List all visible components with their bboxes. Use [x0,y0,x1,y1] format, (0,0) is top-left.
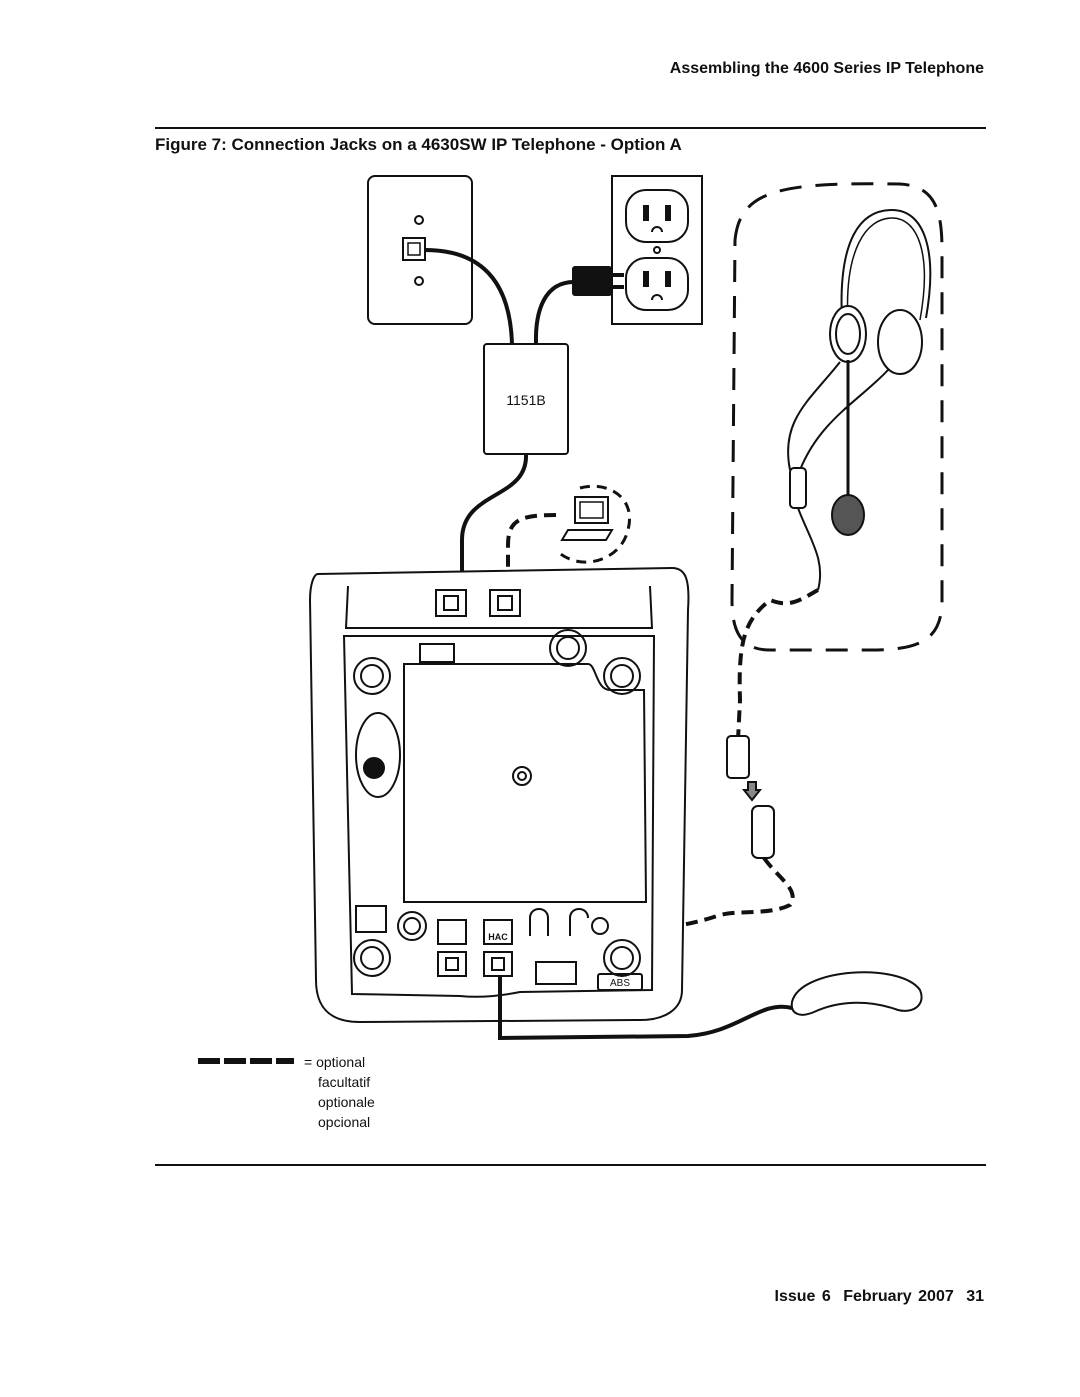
optional-headset-boundary [730,182,944,652]
power-to-phone-cord [460,453,529,596]
legend: = optional facultatif optionale opcional [304,1052,375,1132]
power-unit-label: 1151B [506,392,545,408]
page-footer: Issue 6 February 2007 31 [769,1288,984,1306]
phone-line-cord [424,248,514,345]
issue-label: Issue 6 [774,1288,831,1305]
legend-item: optional [316,1054,366,1070]
optional-pc-cord [506,513,557,596]
telephone-base [308,566,690,1024]
headset-icon [787,208,932,591]
top-rule [155,127,986,129]
bottom-rule [155,1164,986,1166]
page-number: 31 [966,1288,984,1305]
legend-item: facultatif [318,1074,371,1090]
connection-diagram: 1151B [198,175,944,1064]
headset-cord [736,588,819,741]
issue-date: February 2007 [843,1288,954,1305]
handset-cord [498,976,793,1041]
power-outlet [611,175,703,325]
wall-phone-jack-plate [367,175,473,325]
legend-equals: = [304,1054,313,1070]
power-cord [533,280,575,345]
legend-item: opcional [318,1114,371,1130]
quick-disconnect-connector [726,735,775,859]
abs-label: ABS [610,978,630,989]
running-header: Assembling the 4600 Series IP Telephone [669,60,984,77]
power-unit-1151b: 1151B [483,343,569,455]
legend-dashed-symbol [198,1058,294,1064]
hac-label: HAC [488,932,508,942]
handset-icon [790,971,923,1016]
legend-item: optionale [318,1094,375,1110]
power-plug [572,266,624,296]
computer-icon [554,484,632,564]
figure-caption: Figure 7: Connection Jacks on a 4630SW I… [155,135,682,154]
